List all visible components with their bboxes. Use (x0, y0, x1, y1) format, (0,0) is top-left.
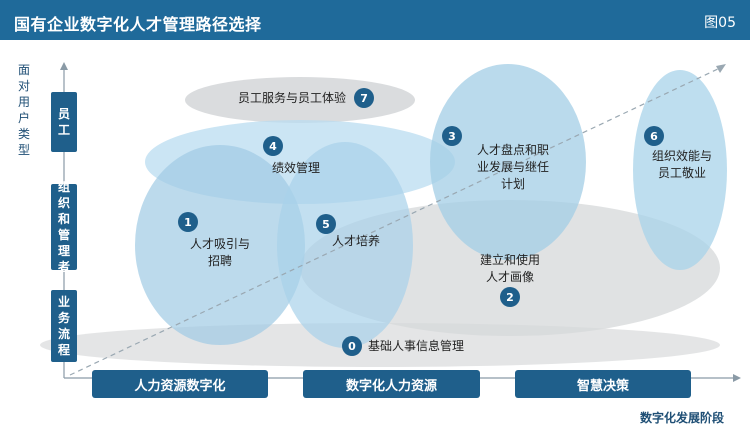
item-0-label: 基础人事信息管理 (368, 338, 465, 353)
stage-hr-digitalization: 人力资源数字化 (92, 370, 268, 398)
item-0-badge: 0 (342, 336, 362, 356)
item-3-label: 人才盘点和职业发展与继任计划 (476, 143, 549, 191)
item-4-badge: 4 (263, 136, 283, 156)
trend-arrow-head (716, 64, 726, 73)
y-box-org-manager: 组织和管理者 (51, 180, 77, 274)
x-axis-arrow (733, 374, 741, 382)
trend-arrow-line (69, 67, 721, 376)
y-box-employee: 员工 (51, 92, 77, 152)
item-1-label: 人才吸引与招聘 (189, 237, 250, 268)
stage-smart-decision: 智慧决策 (515, 370, 691, 398)
ellipse-1 (135, 145, 305, 345)
item-5-label: 人才培养 (332, 234, 381, 248)
ellipse-5 (277, 142, 413, 348)
ellipse-6 (633, 70, 727, 270)
y-box-business-process: 业务流程 (51, 290, 77, 362)
item-0: 0 基础人事信息管理 (342, 336, 464, 356)
item-4-label: 绩效管理 (272, 161, 321, 175)
item-7-badge: 7 (354, 88, 375, 108)
header-bar: 国有企业数字化人才管理路径选择 图05 (0, 0, 750, 40)
page-title: 国有企业数字化人才管理路径选择 (14, 15, 262, 34)
ellipse-3 (430, 64, 586, 260)
item-1-badge: 1 (178, 212, 198, 232)
x-axis-label: 数字化发展阶段 (639, 411, 724, 425)
y-axis-label: 面对用户类型 (17, 63, 30, 157)
item-7: 员工服务与员工体验 7 (238, 88, 375, 108)
figure-number: 图05 (704, 15, 736, 31)
item-6-label: 组织效能与员工敬业 (651, 149, 712, 180)
item-2-label: 建立和使用人才画像 (479, 253, 540, 284)
y-axis-arrow (60, 62, 68, 70)
item-7-label: 员工服务与员工体验 (238, 90, 347, 105)
item-5-badge: 5 (316, 214, 336, 234)
item-6-badge: 6 (644, 126, 664, 146)
item-3-badge: 3 (442, 126, 462, 146)
stage-digital-hr: 数字化人力资源 (303, 370, 480, 398)
item-2-badge: 2 (500, 287, 520, 307)
ellipse-7 (185, 77, 415, 123)
